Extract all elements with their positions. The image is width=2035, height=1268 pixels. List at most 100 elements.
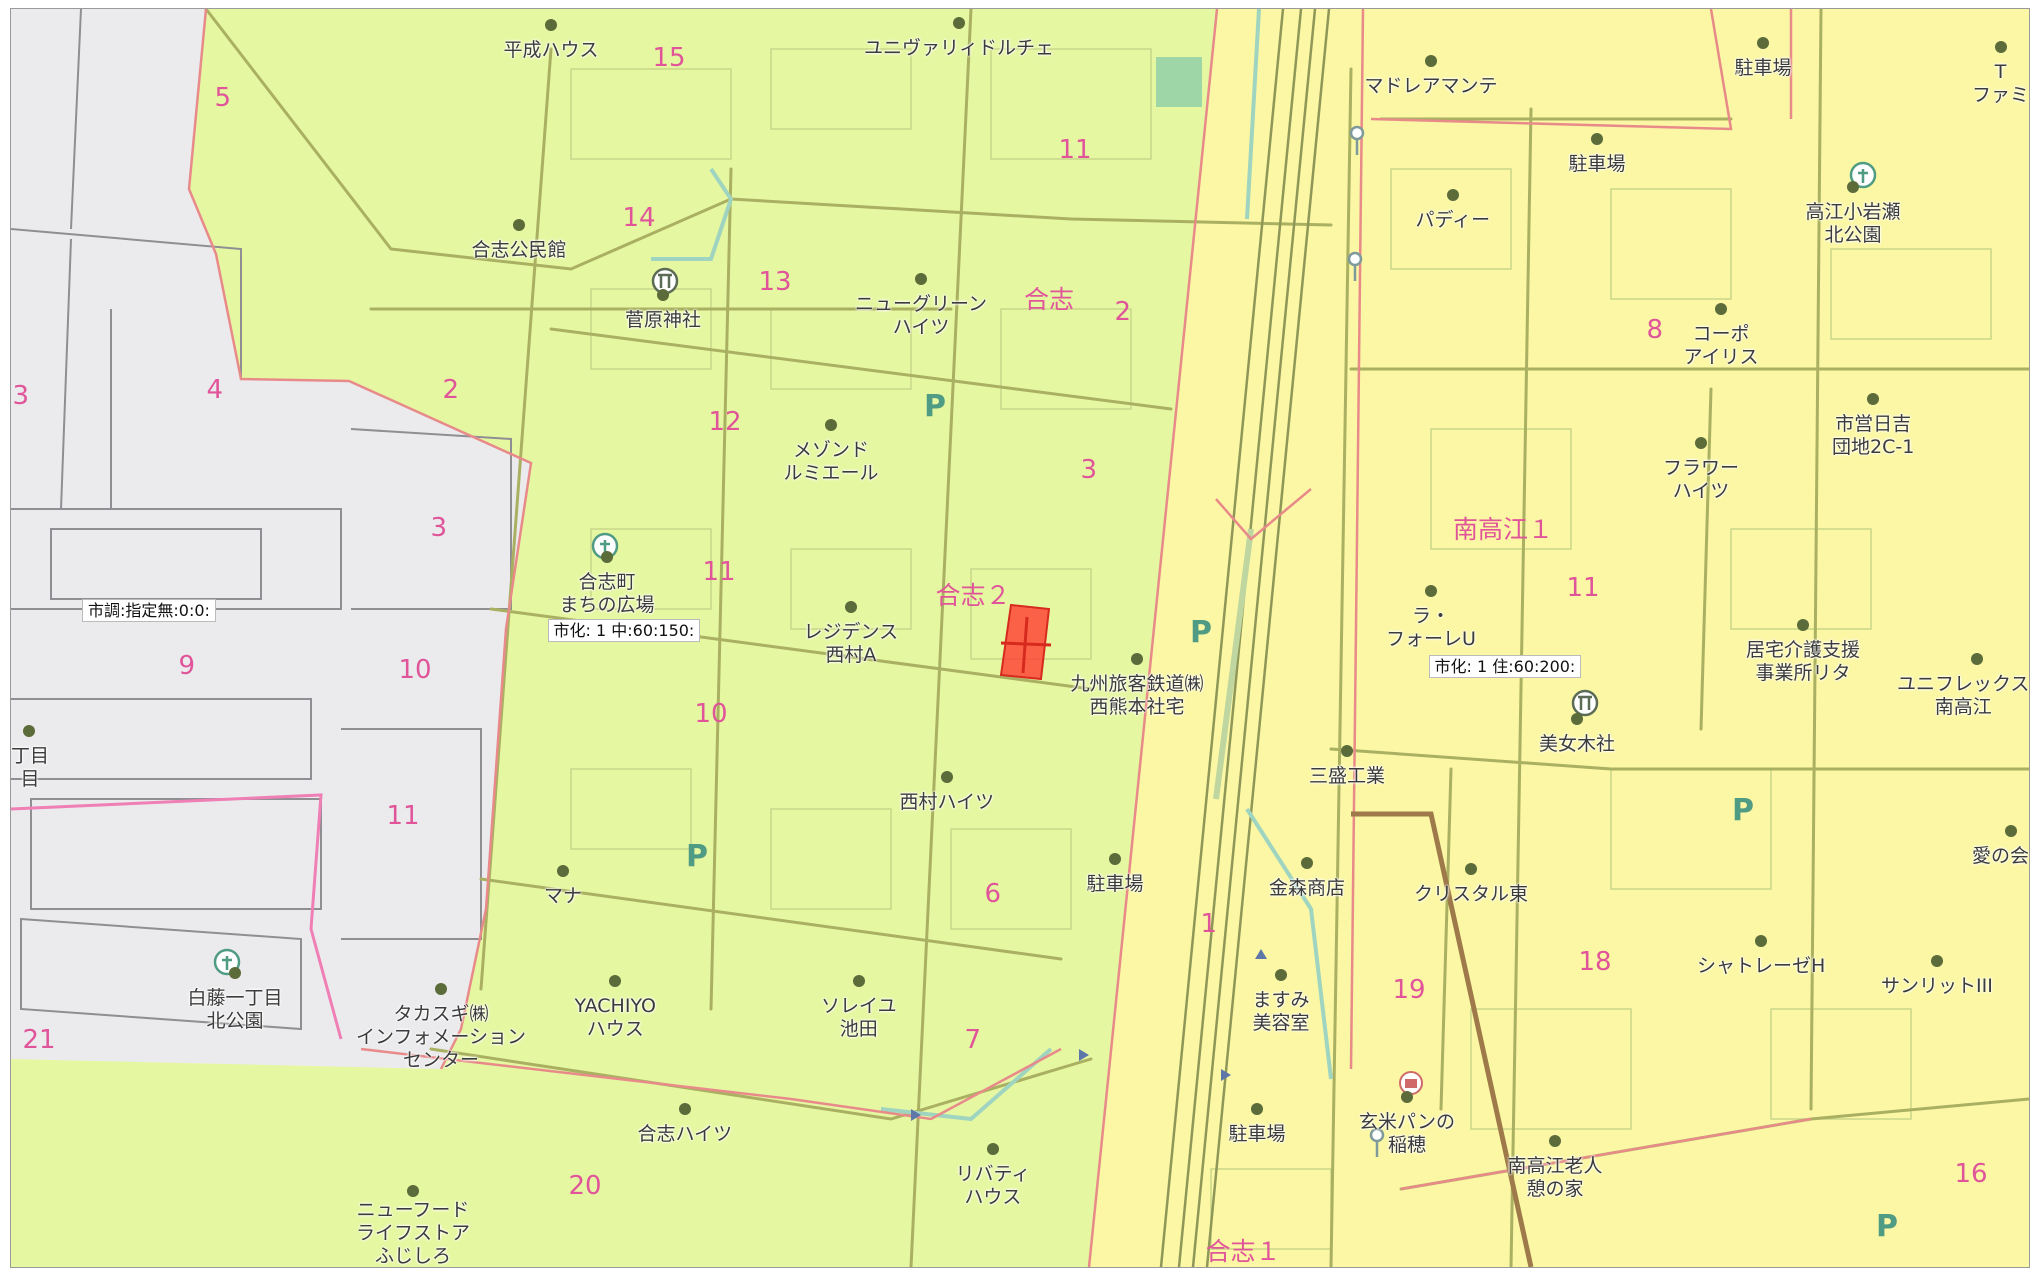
place-label[interactable]: 合志ハイツ (637, 1123, 733, 1145)
zoning-info-label[interactable]: 市化: 1 中:60:150: (547, 619, 701, 643)
map-base-layer (11, 9, 2029, 1267)
poi-dot-icon (513, 219, 525, 231)
block-number: 5 (214, 83, 232, 113)
poi-dot-icon (2005, 825, 2017, 837)
poi-dot-icon (1401, 1091, 1413, 1103)
block-number: 19 (1392, 975, 1426, 1005)
poi-dot-icon (1131, 653, 1143, 665)
place-label[interactable]: ユニヴァリィドルチェ (864, 37, 1055, 59)
place-label[interactable]: パディー (1415, 209, 1491, 231)
poi-dot-icon (1549, 1135, 1561, 1147)
place-label[interactable]: 白藤一丁目 北公園 (187, 987, 283, 1032)
place-label[interactable]: リバティ ハウス (955, 1163, 1031, 1208)
poi-dot-icon (825, 419, 837, 431)
place-label[interactable]: 駐車場 (1086, 873, 1144, 895)
bus-stop-icon (1347, 125, 1385, 1157)
place-label[interactable]: マナ (544, 885, 583, 907)
place-label[interactable]: 駐車場 (1568, 153, 1626, 175)
poi-dot-icon (1341, 745, 1353, 757)
poi-dot-icon (601, 551, 613, 563)
block-number: 3 (1080, 455, 1098, 485)
place-label[interactable]: 金森商店 (1269, 877, 1346, 899)
parking-icon: P (1190, 615, 1212, 650)
poi-dot-icon (1931, 955, 1943, 967)
district-name: 合志２ (935, 581, 1011, 610)
place-label[interactable]: 南高江老人 憩の家 (1507, 1155, 1603, 1200)
place-label[interactable]: 玄米パンの 稲穂 (1359, 1111, 1455, 1156)
district-2-area (1089, 9, 2029, 1267)
place-label[interactable]: 西村ハイツ (899, 791, 995, 813)
poi-dot-icon (679, 1103, 691, 1115)
poi-dot-icon (1275, 969, 1287, 981)
place-label[interactable]: タカスギ㈱ インフォメーション センター (356, 1003, 527, 1071)
place-label[interactable]: ラ・ フォーレU (1386, 605, 1476, 650)
poi-dot-icon (853, 975, 865, 987)
poi-dot-icon (545, 19, 557, 31)
block-number: 9 (178, 651, 196, 681)
block-number: 21 (22, 1025, 56, 1055)
place-label[interactable]: 駐車場 (1734, 57, 1792, 79)
poi-dot-icon (1867, 393, 1879, 405)
place-label[interactable]: メゾンド ルミエール (783, 439, 879, 484)
poi-dot-icon (1757, 37, 1769, 49)
place-label[interactable]: T ファミ (1972, 61, 2030, 106)
poi-dot-icon (1109, 853, 1121, 865)
parcel-marker-icon[interactable] (999, 603, 1052, 681)
district-name: 合志 (1024, 285, 1075, 314)
block-number: 3 (430, 513, 448, 543)
place-label[interactable]: ニューグリーン ハイツ (855, 293, 988, 338)
block-number: 3 (12, 381, 30, 411)
place-label[interactable]: 愛の会 (1972, 845, 2030, 867)
place-label[interactable]: ユニフレックス 南高江 (1897, 673, 2030, 718)
place-label[interactable]: YACHIYO ハウス (574, 995, 656, 1040)
place-label[interactable]: ますみ 美容室 (1252, 989, 1310, 1034)
block-number: 8 (1646, 315, 1664, 345)
parking-icon: P (1876, 1209, 1898, 1244)
zoning-info-label[interactable]: 市調:指定無:0:0: (82, 599, 216, 623)
poi-dots (23, 17, 2017, 1197)
place-label[interactable]: ニューフード ライフストア ふじしろ (356, 1199, 471, 1267)
block-number: 11 (386, 801, 420, 831)
poi-dot-icon (915, 273, 927, 285)
poi-dot-icon (1465, 863, 1477, 875)
place-label[interactable]: コーポ アイリス (1683, 323, 1759, 368)
block-number: 20 (568, 1171, 602, 1201)
block-number: 1 (1200, 909, 1218, 939)
place-label[interactable]: 駐車場 (1228, 1123, 1286, 1145)
block-number: 4 (206, 375, 224, 405)
place-label[interactable]: クリスタル東 (1414, 883, 1529, 905)
place-label[interactable]: 高江小岩瀬 北公園 (1805, 201, 1901, 246)
place-label[interactable]: フラワー ハイツ (1663, 457, 1740, 502)
place-label[interactable]: 市営日吉 団地2C-1 (1832, 413, 1915, 458)
parking-icon: P (1732, 793, 1754, 828)
poi-dot-icon (1755, 935, 1767, 947)
place-label[interactable]: 居宅介護支援 事業所リタ (1746, 639, 1861, 684)
poi-dot-icon (1425, 55, 1437, 67)
place-label[interactable]: 平成ハウス (503, 39, 599, 61)
poi-dot-icon (1447, 189, 1459, 201)
place-label[interactable]: シャトレーゼH (1697, 955, 1826, 977)
place-label[interactable]: 合志町 まちの広場 (559, 571, 655, 616)
poi-dot-icon (609, 975, 621, 987)
place-label[interactable]: 丁目 目 (11, 745, 50, 790)
place-label[interactable]: 三盛工業 (1309, 765, 1386, 787)
district-name: 合志１ (1205, 1237, 1281, 1266)
place-label[interactable]: ソレイユ 池田 (821, 995, 897, 1040)
place-label[interactable]: マドレアマンテ (1364, 75, 1498, 97)
place-label[interactable]: 美女木社 (1539, 733, 1616, 755)
place-label[interactable]: 九州旅客鉄道㈱ 西熊本社宅 (1070, 673, 1204, 718)
place-label[interactable]: 合志公民館 (471, 239, 567, 261)
ward-boundary (11, 793, 343, 1040)
place-label[interactable]: サンリットIII (1881, 975, 1993, 997)
block-number: 2 (442, 375, 460, 405)
block-number: 16 (1954, 1159, 1988, 1189)
poi-dot-icon (1847, 181, 1859, 193)
place-label[interactable]: 菅原神社 (625, 309, 702, 331)
poi-dot-icon (1301, 857, 1313, 869)
poi-dot-icon (1251, 1103, 1263, 1115)
zoning-info-label[interactable]: 市化: 1 住:60:200: (1428, 655, 1582, 679)
unzoned-blocks (11, 9, 512, 1031)
place-label[interactable]: レジデンス 西村A (803, 621, 899, 666)
railway (1159, 9, 1331, 1267)
